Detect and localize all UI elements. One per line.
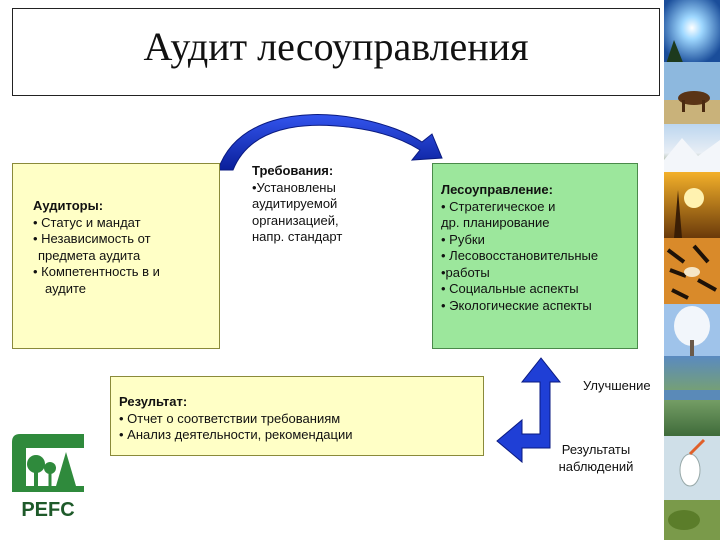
stork-photo <box>664 436 720 540</box>
requirements-line: •Установлены <box>252 179 336 195</box>
auditors-box: Аудиторы: • Статус и мандат • Независимо… <box>12 163 220 349</box>
observations-label: Результаты наблюдений <box>538 441 654 475</box>
improvement-label: Улучшение <box>583 378 651 393</box>
auditors-line: • Статус и мандат <box>33 214 141 230</box>
elbow-arrow-icon <box>496 357 562 464</box>
result-heading: Результат: <box>119 394 188 409</box>
requirements-box: Требования: •Установлены аудитируемой ор… <box>246 163 396 283</box>
forest-line: др. планирование <box>441 215 550 230</box>
sunset-photo <box>664 172 720 238</box>
auditors-heading: Аудиторы: <box>33 198 104 213</box>
lake-photo <box>664 356 720 436</box>
auditors-line: • Компетентность в и <box>33 264 160 279</box>
result-line: • Отчет о соответствии требованиям <box>119 410 341 426</box>
observations-label-line: Результаты <box>561 442 631 457</box>
title-box: Аудит лесоуправления <box>12 8 660 96</box>
requirements-line: аудитируемой <box>252 196 338 211</box>
forest-line: • Лесовосстановительные <box>441 248 599 263</box>
result-box: Результат: • Отчет о соответствии требов… <box>110 376 484 456</box>
result-line: • Анализ деятельности, рекомендации <box>119 427 353 442</box>
photo-strip <box>664 0 720 540</box>
forest-line: • Стратегическое и <box>441 198 556 214</box>
sun-photo <box>664 0 720 70</box>
snow-tree-photo <box>664 304 720 356</box>
forest-line: • Экологические аспекты <box>441 297 592 313</box>
auditors-line: • Независимость от <box>33 231 151 246</box>
pefc-logo: PEFC <box>12 434 84 521</box>
tiger-photo <box>664 238 720 304</box>
requirements-heading: Требования: <box>252 163 334 178</box>
requirements-line: организацией, <box>252 212 339 228</box>
forest-line: • Социальные аспекты <box>441 281 579 296</box>
curved-arrow-icon <box>217 114 443 171</box>
page-title: Аудит лесоуправления <box>143 24 529 69</box>
observations-label-line: наблюдений <box>558 459 634 474</box>
forest-heading: Лесоуправление: <box>441 182 553 197</box>
pefc-logo-text: PEFC <box>21 499 74 521</box>
auditors-line: предмета аудита <box>38 247 141 263</box>
mountain-photo <box>664 124 720 172</box>
requirements-line: напр. стандарт <box>252 229 343 244</box>
auditors-line: аудите <box>45 280 87 296</box>
horse-photo <box>664 62 720 124</box>
forest-management-box: Лесоуправление: • Стратегическое и др. п… <box>432 163 638 349</box>
forest-line: • Рубки <box>441 231 485 247</box>
forest-line: •работы <box>441 264 490 280</box>
